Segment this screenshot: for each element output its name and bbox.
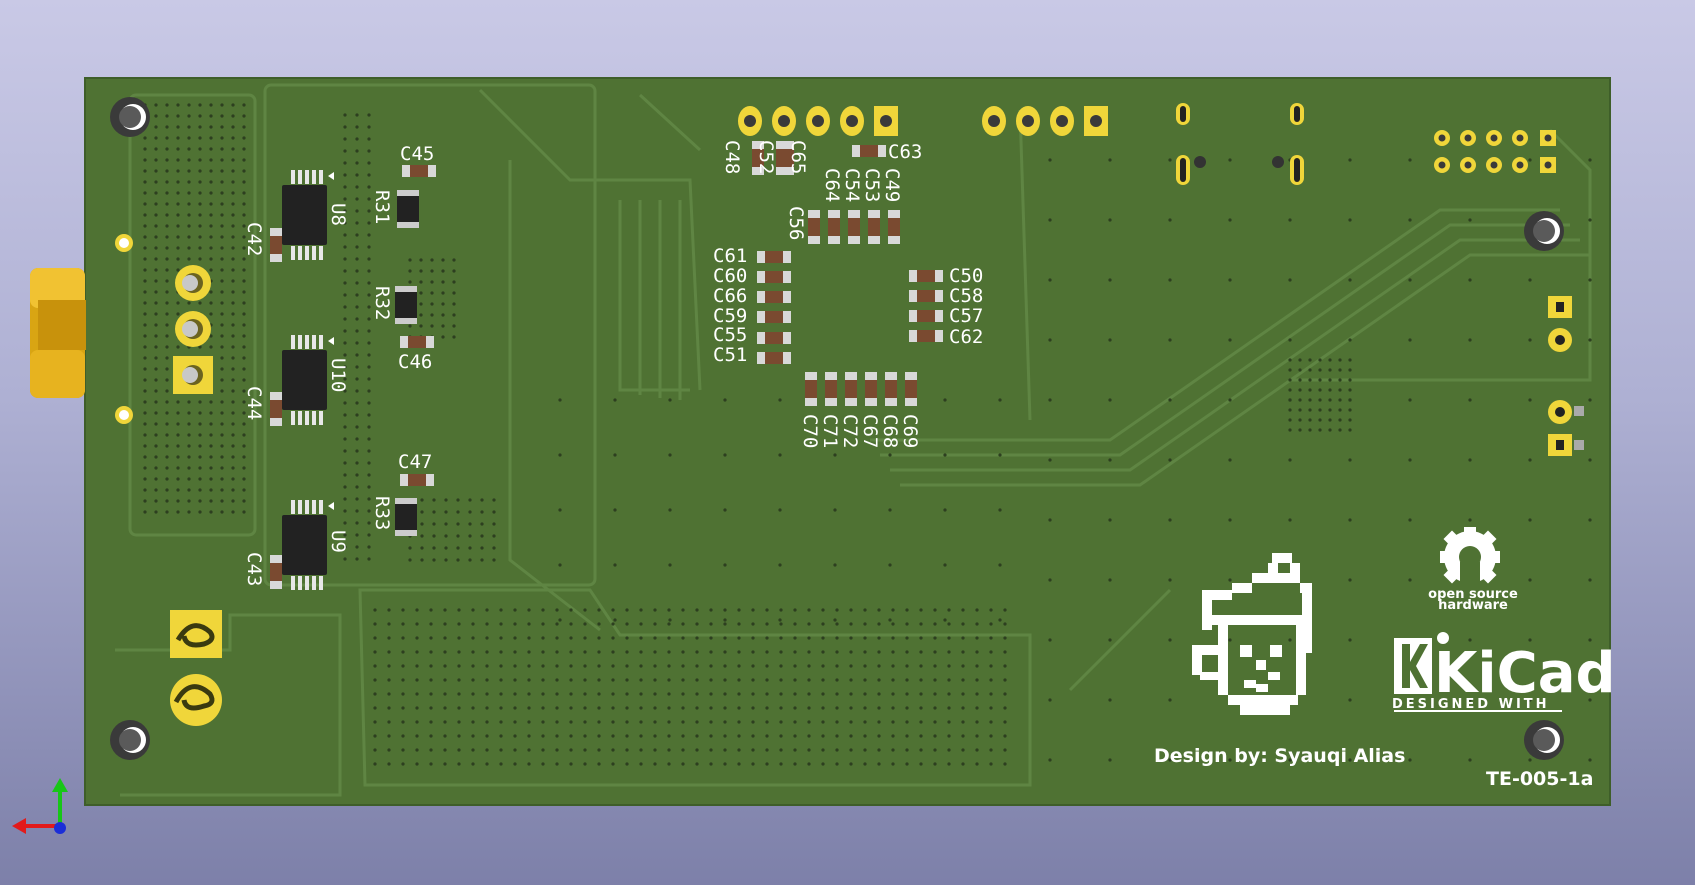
- oshw-logo-icon: [1440, 527, 1500, 590]
- ic-pins: [291, 170, 334, 590]
- refdes-c69: C69: [899, 414, 921, 448]
- xyz-axis-icon: [12, 778, 68, 834]
- refdes-u10: U10: [327, 358, 349, 392]
- refdes-c62: C62: [949, 326, 983, 348]
- capacitors: [270, 141, 943, 589]
- refdes-c68: C68: [879, 414, 901, 448]
- refdes-c43: C43: [243, 552, 265, 586]
- refdes-c64: C64: [821, 168, 843, 202]
- refdes-r31: R31: [371, 190, 393, 224]
- refdes-c59: C59: [713, 305, 747, 327]
- refdes-c60: C60: [713, 265, 747, 287]
- refdes-c71: C71: [819, 414, 841, 448]
- refdes-c67: C67: [859, 414, 881, 448]
- refdes-c51: C51: [713, 344, 747, 366]
- refdes-c47: C47: [398, 451, 432, 473]
- refdes-c45: C45: [400, 143, 434, 165]
- refdes-c58: C58: [949, 285, 983, 307]
- refdes-c46: C46: [398, 351, 432, 373]
- copper-traces: [115, 83, 1592, 797]
- refdes-c42: C42: [243, 222, 265, 256]
- refdes-c55: C55: [713, 324, 747, 346]
- refdes-c72: C72: [839, 414, 861, 448]
- header-pads: [738, 106, 1556, 173]
- tht-pads-left: [115, 234, 222, 726]
- sma-connector: [30, 268, 86, 398]
- kicad-tagline: DESIGNED WITH: [1392, 697, 1550, 712]
- refdes-c50: C50: [949, 265, 983, 287]
- refdes-c65: C65: [787, 140, 809, 174]
- part-number: TE-005-1a: [1486, 768, 1593, 790]
- refdes-c61: C61: [713, 245, 747, 267]
- via-grid: [143, 103, 1592, 766]
- refdes-u8: U8: [327, 203, 349, 226]
- refdes-u9: U9: [327, 530, 349, 553]
- right-connector-pads: [1176, 103, 1584, 456]
- refdes-c52: C52: [755, 140, 777, 174]
- refdes-c70: C70: [799, 414, 821, 448]
- refdes-c57: C57: [949, 305, 983, 327]
- refdes-c63: C63: [888, 141, 922, 163]
- silkscreen-text: open source hardware Design by: Syauqi A…: [1154, 587, 1593, 790]
- kicad-logo: KiCad DESIGNED WITH: [1392, 632, 1616, 712]
- mounting-holes: [110, 97, 1564, 760]
- mascot-logo-icon: [1192, 553, 1312, 715]
- kicad-logo-text: KiCad: [1434, 641, 1616, 706]
- ic-u8: [282, 185, 327, 245]
- refdes-c44: C44: [243, 386, 265, 420]
- refdes-c66: C66: [713, 285, 747, 307]
- refdes-c48: C48: [721, 140, 743, 174]
- refdes-r32: R32: [371, 286, 393, 320]
- refdes-c56: C56: [785, 206, 807, 240]
- refdes-c49: C49: [881, 168, 903, 202]
- designer-credit: Design by: Syauqi Alias: [1154, 745, 1405, 767]
- oshw-text-line1: open source: [1428, 587, 1518, 602]
- ic-u10: [282, 350, 327, 410]
- refdes-c54: C54: [841, 168, 863, 202]
- ic-u9: [282, 515, 327, 575]
- resistors: [395, 190, 419, 536]
- oshw-text-line2: hardware: [1438, 598, 1508, 613]
- refdes-c53: C53: [861, 168, 883, 202]
- refdes-r33: R33: [371, 496, 393, 530]
